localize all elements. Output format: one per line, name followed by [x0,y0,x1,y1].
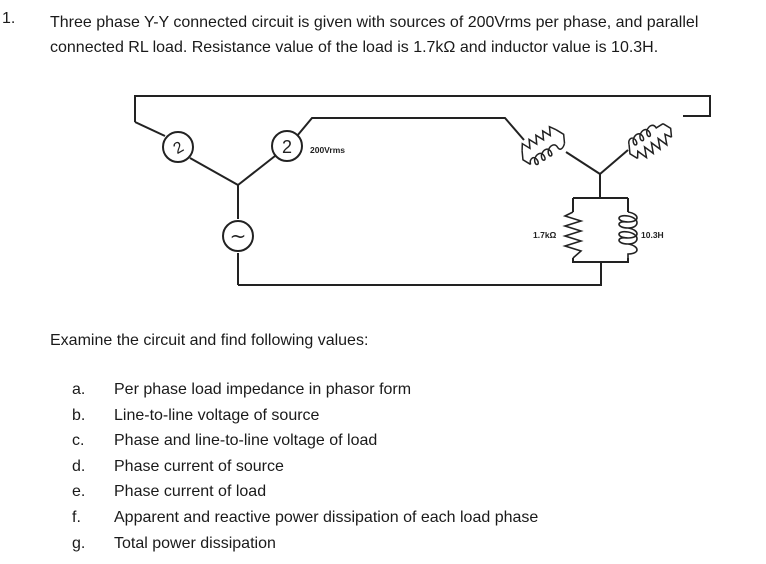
task-label: e. [72,483,86,501]
instructions: Examine the circuit and find following v… [50,332,369,349]
load-a-icon [521,125,566,166]
load-b-to-center [599,149,629,175]
source-a-to-neutral [189,157,239,186]
task-text: Total power dissipation [114,534,276,552]
task-list: a. Per phase load impedance in phasor for… [72,381,538,560]
load-a-to-center [565,151,601,175]
task-item: g. Total power dissipation [72,535,538,561]
task-text: Per phase load impedance in phasor form [114,381,412,398]
load-c-inductor-icon [618,211,638,258]
bottom-wire [238,262,602,286]
task-label: c. [72,432,85,450]
source-a-icon [162,131,194,163]
source-b-mark: 2 [282,137,292,157]
source-b-wire [296,117,525,141]
task-text: Apparent and reactive power dissipation … [114,508,539,526]
inductor-value-label: 10.3H [641,230,664,240]
task-label: d. [72,457,86,475]
task-label: g. [72,534,86,552]
task-label: b. [72,406,86,424]
source-voltage-label: 200Vrms [310,145,345,155]
task-text: Phase and line-to-line voltage of load [114,432,378,450]
source-c-mark: ~ [230,224,247,248]
task-item: a. Per phase load impedance in phasor for… [72,381,538,407]
task-item: e. Phase current of load [72,483,538,509]
load-b-icon [628,123,673,160]
question-line-2: connected RL load. Resistance value of t… [50,39,659,56]
task-item: f. Apparent and reactive power dissipatio… [72,509,538,535]
load-c-resistor-icon [562,211,584,259]
question-text: Three phase Y-Y connected circuit is giv… [50,10,762,60]
task-item: d. Phase current of source [72,458,538,484]
question-line-1: Three phase Y-Y connected circuit is giv… [50,14,699,31]
task-label: f. [72,508,81,526]
load-c-branch [572,197,629,263]
task-text: Phase current of load [114,483,267,501]
source-a-wire [134,121,166,137]
resistor-value-label: 1.7kΩ [533,230,557,240]
task-label: a. [72,381,86,398]
top-wire [134,95,711,122]
task-item: c. Phase and line-to-line voltage of load [72,432,538,458]
source-c-icon [222,220,254,252]
task-text: Phase current of source [114,457,284,475]
task-item: b. Line-to-line voltage of source [72,407,538,433]
question-number: 1. [2,10,16,27]
source-b-icon [271,130,303,162]
source-b-to-neutral [237,155,276,186]
task-text: Line-to-line voltage of source [114,406,320,424]
